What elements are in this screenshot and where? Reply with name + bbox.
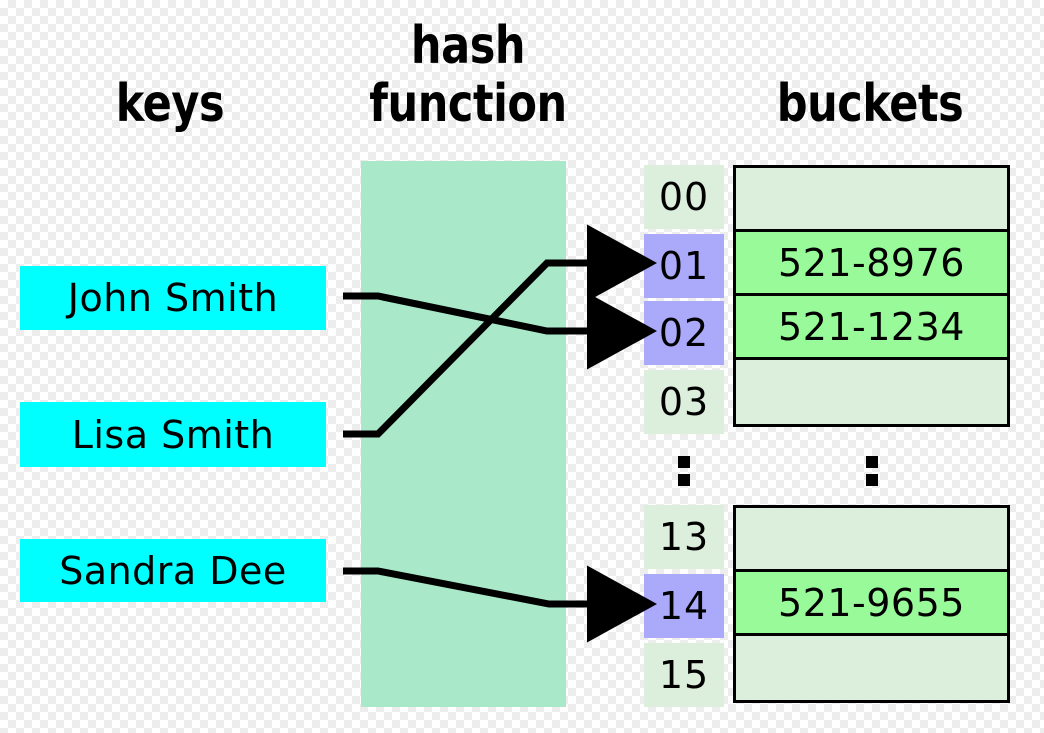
key-box-lisa-smith[interactable]: Lisa Smith	[20, 402, 326, 467]
hash-function-box	[361, 161, 566, 707]
bucket-row[interactable]	[736, 636, 1007, 700]
heading-hash-function-line2: function	[369, 74, 567, 134]
key-box-john-smith[interactable]: John Smith	[20, 266, 326, 330]
bucket-row[interactable]: 521-8976	[736, 232, 1007, 296]
bucket-table-top: 521-8976 521-1234	[733, 165, 1010, 427]
index-cell-02[interactable]: 02	[644, 301, 724, 365]
bucket-row[interactable]	[736, 508, 1007, 572]
bucket-table-bottom: 521-9655	[733, 505, 1010, 703]
index-cell-01[interactable]: 01	[644, 234, 724, 298]
heading-keys: keys	[115, 74, 225, 134]
index-cell-13[interactable]: 13	[644, 505, 724, 569]
vertical-ellipsis-icon	[866, 456, 878, 486]
vertical-ellipsis-icon	[678, 456, 690, 486]
bucket-row[interactable]	[736, 168, 1007, 232]
key-box-sandra-dee[interactable]: Sandra Dee	[20, 539, 326, 602]
bucket-row[interactable]: 521-9655	[736, 572, 1007, 636]
index-cell-15[interactable]: 15	[644, 643, 724, 707]
bucket-row[interactable]: 521-1234	[736, 296, 1007, 360]
heading-buckets: buckets	[776, 74, 964, 134]
index-cell-00[interactable]: 00	[644, 165, 724, 229]
index-cell-03[interactable]: 03	[644, 370, 724, 434]
index-cell-14[interactable]: 14	[644, 574, 724, 638]
bucket-row[interactable]	[736, 360, 1007, 424]
heading-hash-function-line1: hash	[410, 16, 526, 76]
